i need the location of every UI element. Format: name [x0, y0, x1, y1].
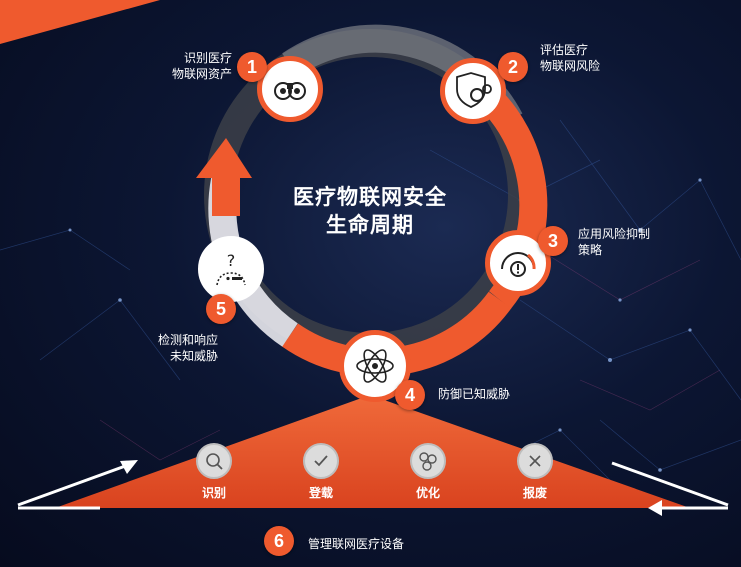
step-5-label: 检测和响应 未知威胁: [138, 332, 218, 364]
base-item-1-icon-wrap: [196, 443, 232, 479]
step-5-node: ?: [198, 236, 264, 302]
step-4-label-line-1: 防御已知威胁: [438, 387, 511, 401]
binoculars-icon: [274, 82, 306, 100]
step-3-label-line-2: 策略: [578, 243, 603, 257]
step-2-node: [440, 58, 506, 124]
step-2-label-line-2: 物联网风险: [540, 59, 601, 73]
step-1-label-line-1: 识别医疗: [183, 51, 232, 65]
base-arrow-right-diagonal: [611, 461, 729, 507]
step-5-label-line-2: 未知威胁: [169, 349, 218, 363]
shield-gears-icon: [456, 72, 492, 108]
question-person-icon: ?: [216, 251, 246, 286]
base-item-2-icon-wrap: [303, 443, 339, 479]
base-item-2-label: 登载: [308, 486, 333, 500]
x-icon: [529, 455, 541, 467]
step-4-number: 4: [395, 380, 425, 410]
base-item-4-icon-wrap: [517, 443, 553, 479]
diagram-title-line-2: 生命周期: [326, 213, 414, 237]
base-item-3-label: 优化: [415, 486, 440, 500]
step-6-label: 管理联网医疗设备: [308, 537, 405, 551]
cycle-arrow-head: [196, 138, 252, 178]
search-icon: [206, 453, 223, 470]
step-3-label-line-1: 应用风险抑制: [578, 227, 651, 241]
gauge-warning-icon: [501, 252, 536, 277]
cycle-arrow-shaft: [212, 176, 240, 216]
step-1-number: 1: [237, 52, 267, 82]
base-triangle: [55, 395, 690, 508]
base-item-3-icon-wrap: [410, 443, 446, 479]
step-1-label: 识别医疗 物联网资产: [150, 50, 232, 82]
step-1-label-line-2: 物联网资产: [171, 67, 232, 81]
step-3-number: 3: [538, 226, 568, 256]
step-1-node: [257, 56, 323, 122]
atom-icon: [356, 349, 394, 383]
step-4-label: 防御已知威胁: [438, 386, 510, 402]
step-3-label: 应用风险抑制 策略: [578, 226, 650, 258]
svg-text:?: ?: [227, 251, 236, 270]
step-5-label-line-1: 检测和响应: [157, 333, 218, 347]
step-2-label-line-1: 评估医疗: [540, 43, 589, 57]
check-icon: [314, 455, 328, 467]
step-6-number: 6: [264, 526, 294, 556]
base-arrow-left-line: [17, 463, 129, 507]
corner-accent: [0, 0, 160, 44]
base-arrow-right-head: [648, 500, 662, 516]
step-5-number: 5: [206, 294, 236, 324]
base-item-1-label: 识别: [201, 486, 226, 500]
circles-icon: [419, 452, 437, 471]
diagram-title: 医疗物联网安全 生命周期: [255, 183, 485, 239]
step-2-number: 2: [498, 52, 528, 82]
base-item-4-label: 报废: [522, 486, 547, 500]
base-arrow-left-head: [120, 460, 138, 474]
diagram-title-line-1: 医疗物联网安全: [293, 185, 447, 209]
step-2-label: 评估医疗 物联网风险: [540, 42, 600, 74]
